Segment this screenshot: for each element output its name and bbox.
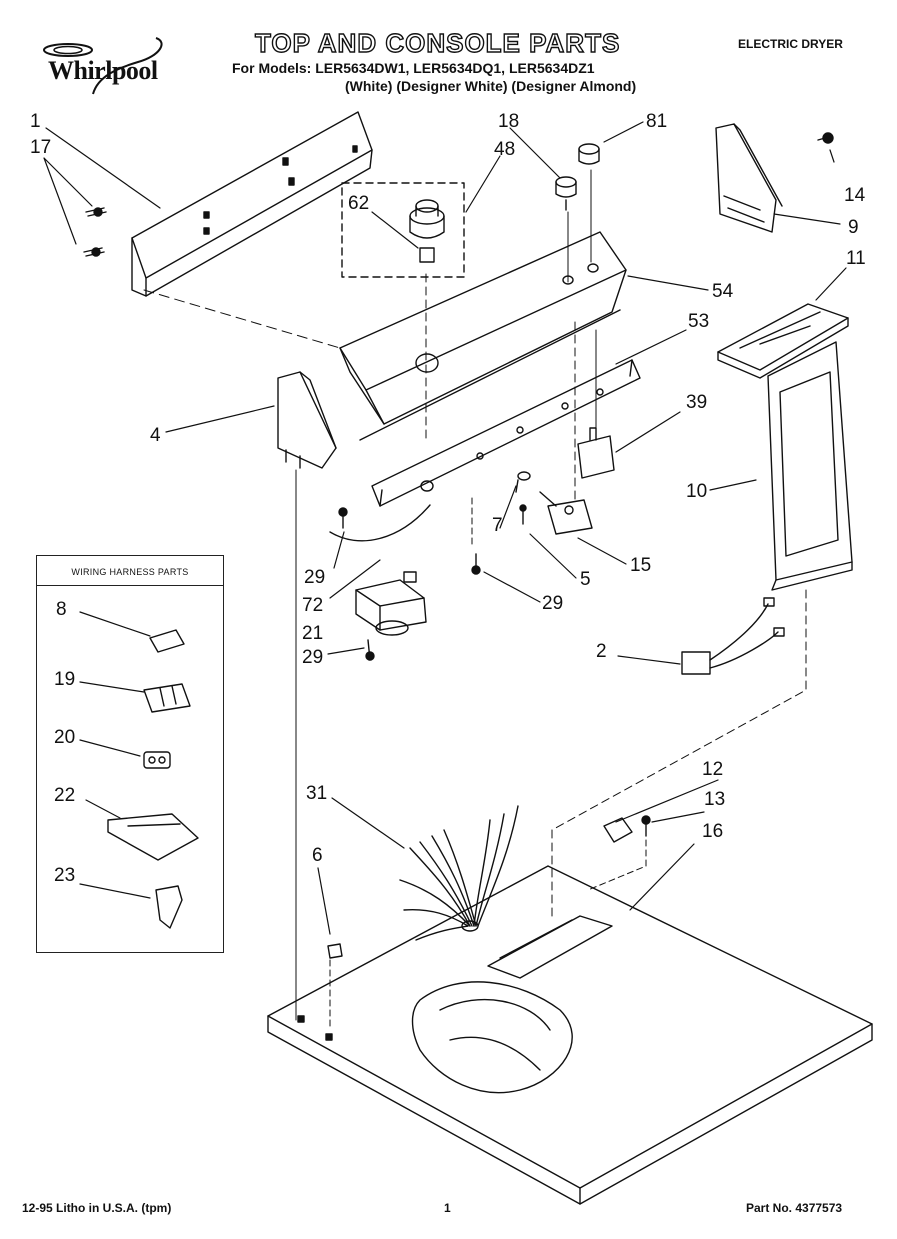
callout-62: 62 [348, 193, 370, 214]
callout-29-right: 29 [542, 593, 564, 614]
callout-1: 1 [30, 111, 41, 132]
wiring-harness-title: WIRING HARNESS PARTS [71, 567, 189, 577]
model-list: For Models: LER5634DW1, LER5634DQ1, LER5… [232, 60, 595, 76]
callout-6: 6 [312, 845, 323, 866]
callout-9: 9 [848, 217, 859, 238]
part-72-wire [329, 504, 431, 542]
footer-part-number: Part No. 4377573 [746, 1201, 843, 1215]
part-11-lint-screen [717, 303, 849, 379]
callout-17: 17 [30, 137, 52, 158]
part-4-end-cap [277, 371, 337, 469]
part-54-console [339, 231, 627, 441]
part-13-screw [641, 815, 651, 837]
callout-5: 5 [580, 569, 591, 590]
product-type: ELECTRIC DRYER [738, 37, 843, 51]
callout-18: 18 [498, 111, 520, 132]
callout-23: 23 [54, 865, 76, 886]
callout-10: 10 [686, 481, 708, 502]
part-9-bracket [715, 123, 783, 233]
part-17-screws [83, 207, 107, 257]
part-39-switch [577, 427, 615, 479]
page-title: TOP AND CONSOLE PARTS [254, 27, 621, 58]
callout-11: 11 [846, 248, 866, 269]
footer-page-number: 1 [444, 1201, 451, 1215]
part-15-switch [539, 491, 593, 535]
callout-54: 54 [712, 281, 734, 302]
alignment-lines [143, 169, 807, 1031]
part-81-knob [578, 143, 600, 165]
callout-81: 81 [646, 111, 668, 132]
callout-13: 13 [704, 789, 726, 810]
leader-lines [43, 121, 847, 935]
harness-part-8 [149, 629, 185, 653]
whirlpool-logo [38, 36, 188, 96]
callout-8: 8 [56, 599, 67, 620]
callout-72: 72 [302, 595, 324, 616]
callout-21: 21 [302, 623, 324, 644]
harness-part-20 [143, 751, 171, 769]
harness-part-19 [143, 683, 191, 713]
part-29-screws [338, 507, 481, 661]
part-18-knob [555, 176, 577, 211]
part-10-lint-housing [767, 341, 853, 591]
part-31-wiring-harness [399, 805, 573, 1094]
footer-print-info: 12-95 Litho in U.S.A. (tpm) [22, 1201, 172, 1215]
callout-19: 19 [54, 669, 76, 690]
part-53-bracket [371, 359, 641, 507]
callout-31: 31 [306, 783, 328, 804]
callout-22: 22 [54, 785, 76, 806]
part-5-screw [519, 504, 527, 525]
callout-15: 15 [630, 555, 652, 576]
wiring-harness-panel [36, 555, 224, 953]
wiring-harness-divider [36, 585, 224, 586]
callout-53: 53 [688, 311, 710, 332]
whirlpool-swirl-icon [43, 37, 163, 95]
part-7-clip [515, 471, 531, 493]
callout-7: 7 [492, 515, 503, 536]
color-variants: (White) (Designer White) (Designer Almon… [345, 78, 637, 94]
callout-14: 14 [844, 185, 866, 206]
callout-29-lower: 29 [302, 647, 324, 668]
part-16-top-panel [267, 865, 873, 1205]
callout-16: 16 [702, 821, 724, 842]
harness-part-22 [107, 813, 199, 861]
harness-part-23 [155, 885, 183, 929]
part-21-timer [355, 571, 427, 636]
callout-20: 20 [54, 727, 76, 748]
part-48-knob-assembly [341, 182, 465, 278]
callout-29-upper: 29 [304, 567, 326, 588]
brand-name: Whirlpool [48, 56, 158, 85]
callout-39: 39 [686, 392, 708, 413]
callout-12: 12 [702, 759, 724, 780]
part-1-rear-bracket [131, 111, 373, 297]
part-2-connector [681, 597, 785, 675]
callout-4: 4 [150, 425, 161, 446]
part-6-clip [327, 943, 343, 959]
part-12-clip [603, 817, 633, 843]
callout-48: 48 [494, 139, 516, 160]
part-14-screw [817, 132, 834, 144]
callout-2: 2 [596, 641, 607, 662]
